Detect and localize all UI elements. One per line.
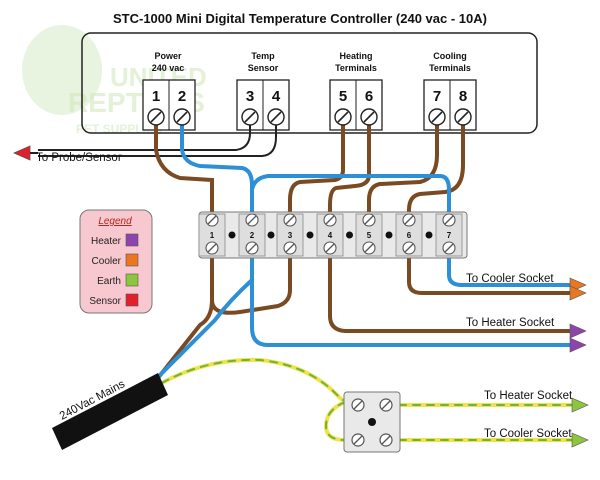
block-terminal-label: 6 — [407, 231, 412, 240]
block-terminal: 7 — [435, 213, 463, 257]
cooler-arrow-icon — [569, 285, 587, 301]
terminal-screw-icon — [428, 108, 446, 126]
legend-label: Sensor — [89, 296, 121, 307]
legend-label: Earth — [97, 276, 121, 287]
heating-header-line2: Terminals — [335, 63, 377, 73]
terminal-screw-icon — [147, 108, 165, 126]
legend-swatch-sensor — [125, 293, 139, 307]
block-terminal-label: 1 — [210, 231, 215, 240]
blue-wires — [148, 123, 572, 387]
power-header-line2: 240 vac — [152, 63, 185, 73]
legend-title: Legend — [98, 216, 132, 227]
earth-connector — [343, 391, 401, 453]
screw-icon — [442, 241, 456, 255]
legend-swatch-earth — [125, 273, 139, 287]
probe-label: To Probe/Sensor — [36, 152, 122, 164]
screw-slot — [381, 400, 391, 410]
controller-terminal-label: 8 — [459, 88, 467, 105]
screw-icon — [362, 213, 376, 227]
heater-arrow-icon — [569, 337, 587, 353]
terminal-screw-icon — [267, 108, 285, 126]
legend-label: Heater — [91, 236, 122, 247]
screw-icon — [442, 213, 456, 227]
block-terminal: 4 — [316, 213, 353, 257]
terminal-screw-icon — [173, 108, 191, 126]
screw-slot — [353, 435, 363, 445]
screw-icon — [362, 241, 376, 255]
screw-icon — [245, 213, 259, 227]
controller-terminal-label: 3 — [246, 88, 254, 105]
controller-terminal-label: 6 — [365, 88, 373, 105]
block-terminal: 1 — [198, 213, 236, 257]
earth-cooler-socket-label: To Cooler Socket — [484, 428, 572, 440]
block-terminal-label: 4 — [328, 231, 333, 240]
earth-heater-socket-label: To Heater Socket — [484, 390, 573, 402]
power-header-line1: Power — [154, 51, 182, 61]
controller-terminal-label: 5 — [339, 88, 347, 105]
controller-terminal-label: 1 — [152, 88, 160, 105]
terminal-screw-icon — [334, 108, 352, 126]
sensor-arrow-icon — [13, 145, 31, 161]
connector-dot — [267, 231, 275, 239]
controller-outline — [81, 32, 538, 134]
block-terminal-label: 5 — [367, 231, 372, 240]
brown-wires — [148, 123, 572, 390]
connector-dot — [425, 231, 433, 239]
mains-cable-body — [52, 373, 168, 450]
terminal-screw-icon — [241, 108, 259, 126]
heater-socket-label: To Heater Socket — [466, 317, 555, 329]
controller-terminal-label: 2 — [178, 88, 186, 105]
connector-dot — [306, 231, 314, 239]
mains-cable: 240Vac Mains — [52, 373, 168, 450]
cooling-header-line2: Terminals — [429, 63, 471, 73]
temp-header-line2: Sensor — [248, 63, 279, 73]
connector-dot — [346, 231, 353, 239]
heater-arrow-icon — [569, 323, 587, 339]
legend-swatch-cooler — [125, 253, 139, 267]
earth-arrow-icon — [571, 397, 589, 413]
screw-icon — [205, 213, 219, 227]
cooler-socket-label: To Cooler Socket — [466, 273, 554, 285]
block-terminal-label: 3 — [288, 231, 293, 240]
block-terminal-label: 2 — [250, 231, 255, 240]
block-terminal: 3 — [276, 213, 314, 257]
connector-dot — [385, 231, 393, 239]
heating-header-line1: Heating — [339, 51, 372, 61]
connector-dot — [228, 231, 236, 239]
connector-dot — [368, 418, 376, 426]
screw-slot — [381, 435, 391, 445]
block-terminal: 5 — [355, 213, 393, 257]
controller-terminal-label: 4 — [272, 88, 281, 105]
sensor-wires — [38, 125, 277, 157]
block-terminal-label: 7 — [447, 231, 452, 240]
screw-icon — [205, 241, 219, 255]
screw-icon — [323, 241, 337, 255]
temp-header-line1: Temp — [251, 51, 275, 61]
block-terminal: 6 — [395, 213, 433, 257]
earth-arrow-icon — [571, 432, 589, 448]
screw-icon — [402, 241, 416, 255]
screw-icon — [283, 241, 297, 255]
controller-terminal-label: 7 — [433, 88, 441, 105]
legend-swatch-heater — [125, 233, 139, 247]
screw-icon — [323, 213, 337, 227]
screw-icon — [245, 241, 259, 255]
terminal-screw-icon — [360, 108, 378, 126]
legend: Legend Heater Cooler Earth Sensor — [79, 209, 153, 314]
screw-icon — [402, 213, 416, 227]
block-terminal: 2 — [238, 213, 275, 257]
cooling-header-line1: Cooling — [433, 51, 467, 61]
legend-label: Cooler — [92, 256, 122, 267]
screw-icon — [283, 213, 297, 227]
screw-slot — [353, 400, 363, 410]
terminal-screw-icon — [454, 108, 472, 126]
diagram-title: STC-1000 Mini Digital Temperature Contro… — [113, 11, 487, 26]
